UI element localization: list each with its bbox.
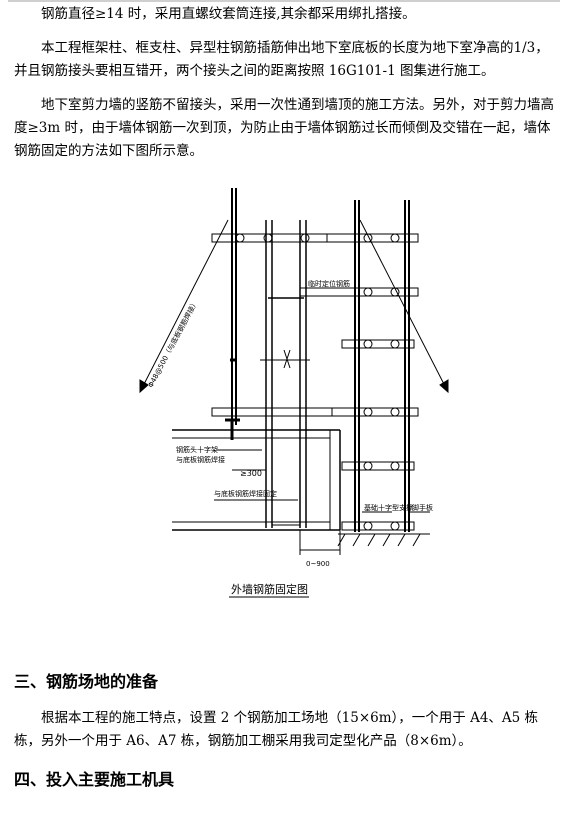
diagonal-braces [139,219,449,394]
ground-hatch [337,533,430,547]
label-dim-300: ≥300 [240,469,262,478]
paragraph-splice-rule: 钢筋直径≥14 时，采用直螺纹套筒连接,其余都采用绑扎搭接。 [41,6,416,22]
label-dim-900: 0~900 [306,560,330,568]
label-ground-scaffold: 基础十字型支撑 [364,503,413,512]
wall-rebars [260,220,310,528]
section-heading-rebar-site: 三、钢筋场地的准备 [14,672,159,691]
label-brace: Φ48@500（与底板钢筋焊接） [146,298,200,389]
paragraph-rebar-site: 根据本工程的施工特点，设置 2 个钢筋加工场地（15×6m），一个用于 A4、A… [14,710,539,749]
label-board: 脚手板 [412,503,433,512]
top-divider [8,0,560,2]
dimension-lines [214,287,430,555]
paragraph-shear-wall: 地下室剪力墙的竖筋不留接头，采用一次性通到墙顶的施工方法。另外，对于剪力墙高度≥… [14,97,554,159]
slab-section [172,418,341,531]
section-heading-machinery: 四、投入主要施工机具 [14,770,175,789]
figure-caption: 外墙钢筋固定图 [231,582,308,596]
label-cross-support-2: 与底板钢筋焊接 [176,455,225,464]
label-cross-support: 钢筋头十字架 [176,445,218,454]
paragraph-column-dowels: 本工程框架柱、框支柱、异型柱钢筋插筋伸出地下室底板的长度为地下室净高的1/3，并… [14,40,549,79]
wall-rebar-fixing-figure: Φ48@500（与底板钢筋焊接） 临时定位钢筋 钢筋头十字架 与底板钢筋焊接 ≥… [0,180,575,620]
label-weld-fix: 与底板钢筋焊接固定 [214,489,277,498]
label-temp-rebar: 临时定位钢筋 [308,279,350,288]
right-scaffold [299,200,419,532]
